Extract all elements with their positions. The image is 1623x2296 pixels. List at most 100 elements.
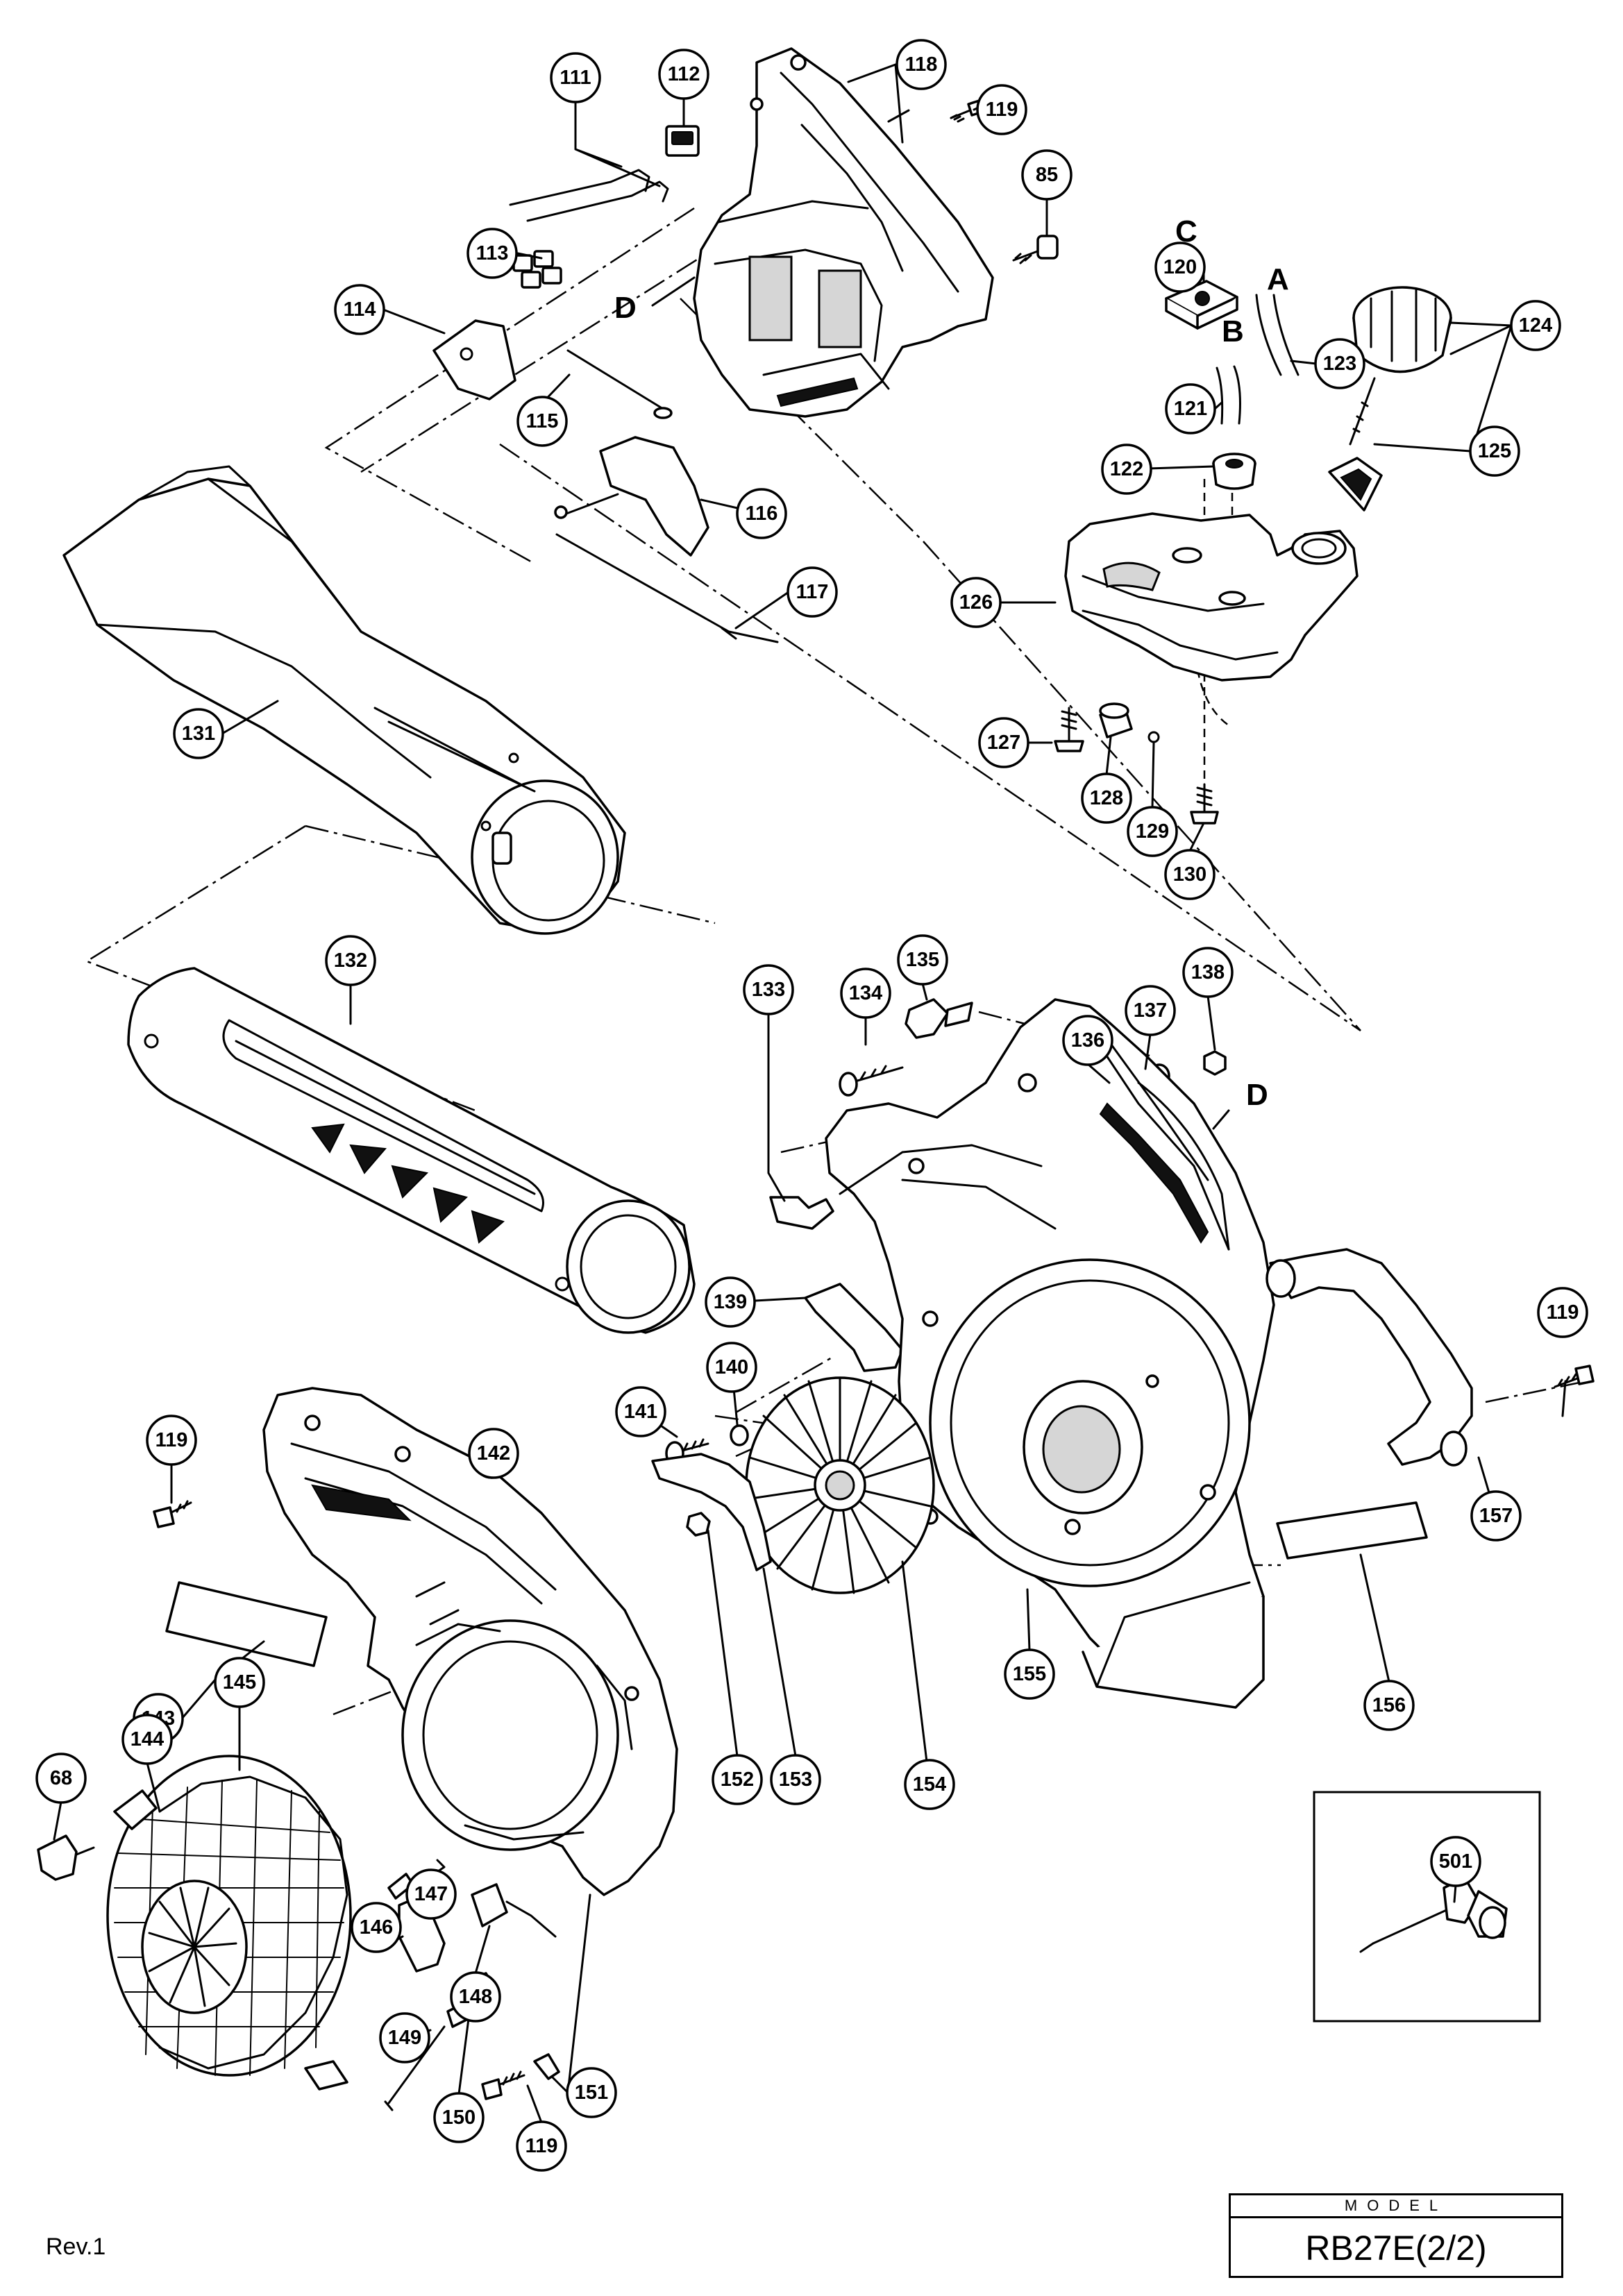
svg-text:122: 122 — [1110, 458, 1143, 480]
connector-letter-c: C — [1175, 214, 1197, 248]
svg-text:148: 148 — [459, 1986, 492, 2008]
callout-156: 156 — [1363, 1680, 1415, 1731]
model-number: RB27E(2/2) — [1305, 2229, 1487, 2268]
svg-text:135: 135 — [906, 949, 939, 971]
callout-145: 145 — [214, 1657, 265, 1708]
model-caption: MODEL — [1231, 2195, 1561, 2218]
callout-131: 131 — [173, 708, 224, 759]
revision-label: Rev.1 — [46, 2234, 106, 2260]
svg-text:118: 118 — [905, 53, 938, 76]
svg-text:117: 117 — [796, 581, 829, 603]
svg-text:142: 142 — [477, 1442, 510, 1464]
svg-text:153: 153 — [779, 1769, 812, 1791]
top-handle-group — [432, 47, 1059, 643]
part-callouts: 111 112 118 119 85 113 114 115 116 117 1… — [35, 39, 1588, 2172]
svg-text:138: 138 — [1191, 961, 1225, 984]
svg-text:68: 68 — [50, 1767, 72, 1789]
svg-text:149: 149 — [388, 2027, 421, 2049]
svg-text:121: 121 — [1174, 398, 1207, 420]
callout-155: 155 — [1004, 1648, 1055, 1700]
callout-122: 122 — [1101, 444, 1152, 495]
round-pipe-132 — [127, 967, 696, 1334]
callout-138: 138 — [1182, 947, 1234, 998]
callout-128: 128 — [1081, 773, 1132, 824]
callout-118: 118 — [895, 39, 947, 90]
callout-148: 148 — [450, 1971, 501, 2023]
svg-text:127: 127 — [987, 732, 1020, 754]
connector-letter-b: B — [1222, 314, 1244, 348]
svg-text:124: 124 — [1519, 314, 1552, 337]
callout-119-left: 119 — [146, 1415, 197, 1466]
svg-text:155: 155 — [1013, 1663, 1046, 1685]
callout-139: 139 — [705, 1276, 756, 1328]
callout-121: 121 — [1165, 383, 1216, 434]
callout-136: 136 — [1062, 1015, 1113, 1066]
svg-text:150: 150 — [442, 2107, 476, 2129]
callout-123: 123 — [1314, 338, 1365, 389]
svg-text:119: 119 — [525, 2135, 558, 2157]
svg-text:136: 136 — [1071, 1029, 1104, 1052]
svg-text:141: 141 — [624, 1401, 657, 1423]
callout-141: 141 — [615, 1386, 666, 1437]
callout-152: 152 — [712, 1754, 763, 1805]
fan-case-group — [651, 998, 1595, 1709]
callout-150: 150 — [433, 2092, 485, 2143]
svg-text:115: 115 — [526, 410, 559, 432]
svg-text:501: 501 — [1439, 1850, 1472, 1873]
svg-text:132: 132 — [334, 949, 367, 972]
svg-text:147: 147 — [414, 1883, 448, 1905]
model-title-block: MODEL RB27E(2/2) — [1229, 2193, 1563, 2278]
svg-text:154: 154 — [913, 1773, 946, 1796]
callout-113: 113 — [466, 228, 518, 279]
svg-text:85: 85 — [1036, 164, 1058, 186]
svg-text:144: 144 — [131, 1728, 164, 1750]
callout-137: 137 — [1125, 985, 1176, 1036]
fuel-tank-group — [1054, 280, 1452, 825]
callout-133: 133 — [743, 964, 794, 1015]
svg-text:116: 116 — [746, 503, 778, 525]
callout-124: 124 — [1510, 300, 1561, 351]
callout-111: 111 — [550, 52, 601, 103]
svg-text:133: 133 — [752, 979, 785, 1001]
callout-153: 153 — [770, 1754, 821, 1805]
svg-text:151: 151 — [575, 2082, 608, 2104]
connector-letters: A B C D D — [614, 214, 1289, 1112]
callout-144: 144 — [121, 1714, 173, 1765]
svg-text:119: 119 — [986, 99, 1018, 121]
callout-129: 129 — [1127, 806, 1178, 857]
connector-letter-d-case: D — [1246, 1078, 1268, 1112]
callout-116: 116 — [736, 488, 787, 539]
svg-text:152: 152 — [721, 1769, 754, 1791]
svg-text:126: 126 — [959, 591, 993, 614]
callout-134: 134 — [840, 968, 891, 1019]
svg-text:112: 112 — [668, 63, 700, 85]
svg-text:113: 113 — [476, 242, 509, 264]
svg-text:146: 146 — [360, 1916, 393, 1939]
callout-119-top: 119 — [976, 84, 1027, 135]
callout-85: 85 — [1021, 149, 1073, 201]
callout-117: 117 — [787, 566, 838, 618]
callout-151: 151 — [566, 2067, 617, 2118]
callout-119-bottom: 119 — [516, 2120, 567, 2172]
callout-135: 135 — [897, 934, 948, 986]
flat-nozzle-131 — [62, 465, 626, 935]
callout-501: 501 — [1430, 1836, 1481, 1887]
svg-text:129: 129 — [1136, 820, 1169, 843]
callout-130: 130 — [1164, 849, 1216, 900]
svg-text:131: 131 — [182, 723, 215, 745]
svg-text:128: 128 — [1090, 787, 1123, 809]
callout-125: 125 — [1469, 425, 1520, 477]
callout-157: 157 — [1470, 1490, 1522, 1542]
callout-142: 142 — [468, 1428, 519, 1479]
svg-text:130: 130 — [1173, 863, 1206, 886]
callout-114: 114 — [334, 284, 385, 335]
svg-text:119: 119 — [1547, 1301, 1579, 1324]
callout-132: 132 — [325, 935, 376, 986]
callout-146: 146 — [351, 1902, 402, 1953]
callout-126: 126 — [950, 577, 1002, 628]
svg-text:120: 120 — [1163, 256, 1197, 278]
svg-text:134: 134 — [849, 982, 882, 1004]
svg-text:119: 119 — [155, 1429, 188, 1451]
svg-text:111: 111 — [560, 67, 591, 89]
